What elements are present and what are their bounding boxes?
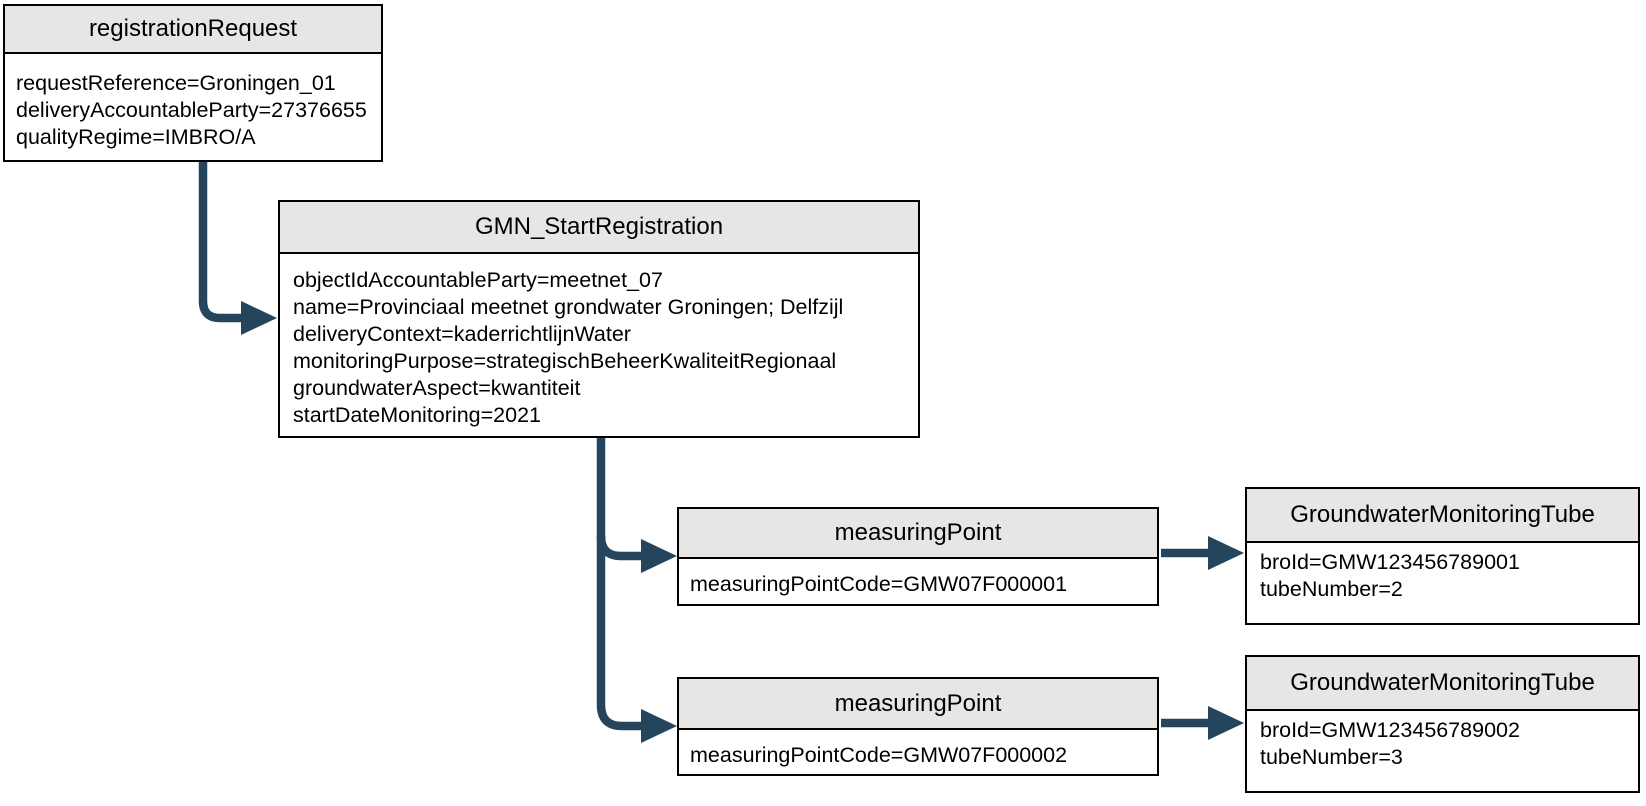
node-gmn-start-registration-title: GMN_StartRegistration — [280, 202, 918, 254]
attribute-bro-id-2: broId=GMW123456789002 — [1260, 718, 1520, 742]
attribute-object-id-accountable-party: objectIdAccountableParty=meetnet_07 — [293, 268, 663, 292]
arrow-registration-to-gmn — [198, 161, 277, 335]
arrow-gmn-to-measuring-point-1 — [596, 437, 677, 731]
node-measuring-point-2-body: measuringPointCode=GMW07F000002 — [679, 730, 1157, 769]
attribute-request-reference: requestReference=Groningen_01 — [16, 71, 336, 95]
node-registration-request-body: requestReference=Groningen_01 deliveryAc… — [5, 54, 381, 151]
node-measuring-point-2-title: measuringPoint — [679, 679, 1157, 730]
attribute-name: name=Provinciaal meetnet grondwater Gron… — [293, 295, 844, 319]
attribute-bro-id-1: broId=GMW123456789001 — [1260, 550, 1520, 574]
attribute-delivery-accountable-party: deliveryAccountableParty=27376655 — [16, 98, 367, 122]
arrow-measuring-point-1-to-tube-1 — [1161, 536, 1244, 570]
arrow-measuring-point-2-to-tube-2 — [1161, 706, 1244, 740]
node-groundwater-monitoring-tube-1-title: GroundwaterMonitoringTube — [1247, 489, 1638, 543]
node-groundwater-monitoring-tube-1-body: broId=GMW123456789001 tubeNumber=2 — [1247, 543, 1638, 603]
attribute-tube-number-1: tubeNumber=2 — [1260, 577, 1403, 601]
node-measuring-point-1-title: measuringPoint — [679, 509, 1157, 559]
attribute-measuring-point-code-2: measuringPointCode=GMW07F000002 — [690, 743, 1068, 767]
attribute-delivery-context: deliveryContext=kaderrichtlijnWater — [293, 322, 631, 346]
attribute-start-date-monitoring: startDateMonitoring=2021 — [293, 403, 541, 427]
node-groundwater-monitoring-tube-2-body: broId=GMW123456789002 tubeNumber=3 — [1247, 711, 1638, 771]
node-groundwater-monitoring-tube-2: GroundwaterMonitoringTube broId=GMW12345… — [1245, 655, 1640, 793]
node-gmn-start-registration: GMN_StartRegistration objectIdAccountabl… — [278, 200, 920, 438]
attribute-groundwater-aspect: groundwaterAspect=kwantiteit — [293, 376, 581, 400]
attribute-monitoring-purpose: monitoringPurpose=strategischBeheerKwali… — [293, 349, 837, 373]
node-groundwater-monitoring-tube-2-title: GroundwaterMonitoringTube — [1247, 657, 1638, 711]
node-measuring-point-1: measuringPoint measuringPointCode=GMW07F… — [677, 507, 1159, 606]
node-groundwater-monitoring-tube-1: GroundwaterMonitoringTube broId=GMW12345… — [1245, 487, 1640, 625]
attribute-measuring-point-code-1: measuringPointCode=GMW07F000001 — [690, 572, 1068, 596]
attribute-quality-regime: qualityRegime=IMBRO/A — [16, 125, 256, 149]
node-registration-request-title: registrationRequest — [5, 6, 381, 54]
node-measuring-point-2: measuringPoint measuringPointCode=GMW07F… — [677, 677, 1159, 776]
node-gmn-start-registration-body: objectIdAccountableParty=meetnet_07 name… — [280, 254, 918, 429]
arrow-gmn-to-measuring-point-2 — [641, 709, 677, 743]
node-registration-request: registrationRequest requestReference=Gro… — [3, 4, 383, 162]
node-measuring-point-1-body: measuringPointCode=GMW07F000001 — [679, 559, 1157, 598]
attribute-tube-number-2: tubeNumber=3 — [1260, 745, 1403, 769]
